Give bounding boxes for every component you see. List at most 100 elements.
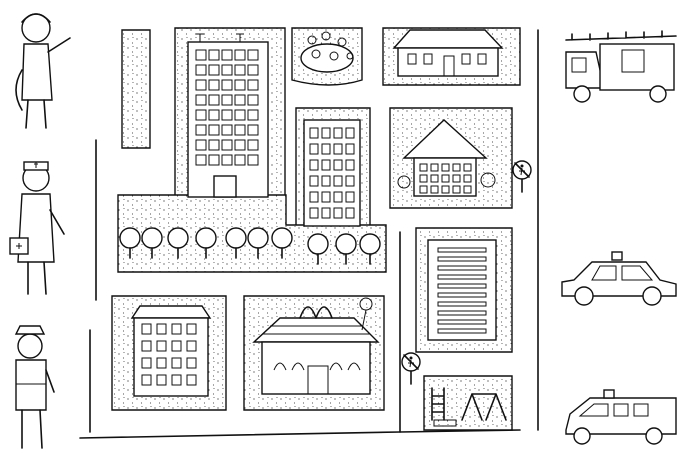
window	[321, 159, 331, 171]
window	[171, 374, 182, 386]
window	[208, 154, 220, 166]
window	[333, 175, 343, 187]
window	[221, 109, 233, 121]
window	[463, 185, 472, 194]
window	[441, 174, 450, 183]
window	[247, 94, 259, 106]
no-pedestrians-sign-icon	[401, 352, 421, 385]
window	[234, 64, 246, 76]
window	[234, 139, 246, 151]
window	[345, 159, 355, 171]
tree	[141, 227, 163, 249]
window	[247, 139, 259, 151]
window	[419, 185, 428, 194]
window	[247, 79, 259, 91]
window	[309, 175, 319, 187]
window	[452, 185, 461, 194]
window	[247, 64, 259, 76]
window	[208, 64, 220, 76]
window	[234, 94, 246, 106]
firefighter-icon	[15, 13, 71, 129]
window	[186, 357, 197, 369]
police-officer-icon	[14, 325, 55, 449]
window	[195, 79, 207, 91]
window	[141, 357, 152, 369]
window-stripe	[437, 247, 487, 253]
window	[430, 174, 439, 183]
window	[419, 174, 428, 183]
window-stripe	[437, 256, 487, 262]
window	[234, 154, 246, 166]
window	[221, 64, 233, 76]
window	[234, 109, 246, 121]
window	[463, 163, 472, 172]
restaurant-building	[252, 297, 380, 395]
doctor-icon	[9, 161, 65, 295]
window	[309, 143, 319, 155]
window	[141, 340, 152, 352]
window	[234, 49, 246, 61]
window	[171, 340, 182, 352]
tree-row	[119, 227, 381, 265]
window	[186, 340, 197, 352]
window-stripe	[437, 274, 487, 280]
window	[321, 143, 331, 155]
window	[345, 207, 355, 219]
flower-bed	[300, 31, 354, 73]
window-stripe	[437, 292, 487, 298]
window	[208, 49, 220, 61]
ambulance-icon	[565, 389, 677, 445]
window	[333, 207, 343, 219]
window	[156, 357, 167, 369]
window	[452, 174, 461, 183]
house-with-trees	[397, 119, 496, 197]
window	[221, 94, 233, 106]
window	[208, 79, 220, 91]
window	[452, 163, 461, 172]
police-car-icon	[561, 251, 677, 306]
window	[156, 374, 167, 386]
window	[195, 124, 207, 136]
window-stripe	[437, 301, 487, 307]
window	[333, 127, 343, 139]
window	[321, 191, 331, 203]
window	[156, 340, 167, 352]
tree	[271, 227, 293, 249]
window	[234, 124, 246, 136]
window	[221, 139, 233, 151]
window	[309, 191, 319, 203]
window-stripe	[437, 265, 487, 271]
window	[221, 49, 233, 61]
window	[195, 154, 207, 166]
road-edge-bottom	[79, 429, 521, 439]
window	[441, 185, 450, 194]
window	[208, 124, 220, 136]
striped-building	[427, 239, 497, 341]
city-map	[79, 27, 539, 439]
window	[195, 94, 207, 106]
window	[195, 49, 207, 61]
window	[195, 139, 207, 151]
tall-apartment-building	[187, 33, 269, 198]
window	[171, 357, 182, 369]
window	[208, 109, 220, 121]
block-top-left	[121, 29, 151, 149]
tree	[119, 227, 141, 249]
window	[247, 124, 259, 136]
window-stripe	[437, 328, 487, 334]
lower-left-building	[130, 305, 212, 397]
window	[430, 163, 439, 172]
window	[463, 174, 472, 183]
tree	[359, 233, 381, 255]
window	[321, 175, 331, 187]
road-edge-left	[89, 139, 97, 433]
window	[141, 323, 152, 335]
window	[208, 139, 220, 151]
window	[333, 159, 343, 171]
window	[309, 127, 319, 139]
tree	[307, 233, 329, 255]
middle-tall-building	[303, 119, 361, 227]
tree	[195, 227, 217, 249]
fire-truck-icon	[565, 30, 677, 103]
window	[333, 143, 343, 155]
